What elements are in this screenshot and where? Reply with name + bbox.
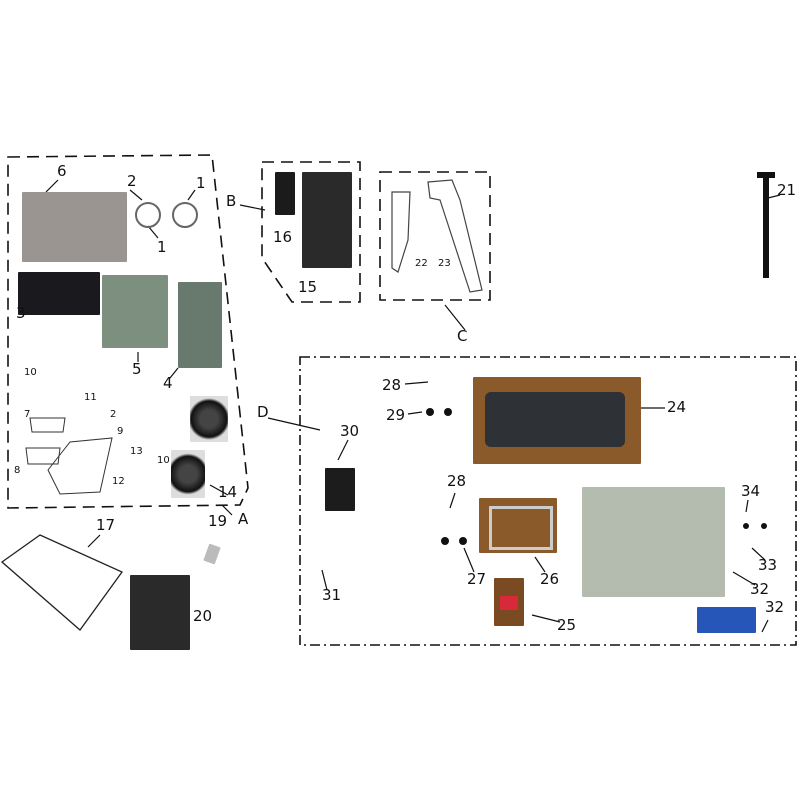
callout-21: 21 (777, 181, 797, 199)
group-label-c: C (457, 327, 468, 345)
part-30-switch-photo (325, 468, 355, 511)
part-1-speaker-tweeter (135, 202, 161, 228)
callout-12: 12 (112, 476, 125, 487)
callout-2: 2 (127, 172, 137, 190)
callout-1: 1 (196, 174, 206, 192)
part-3-radio-photo (18, 272, 100, 315)
callout-1: 1 (157, 238, 167, 256)
callout-19: 19 (208, 512, 228, 530)
callout-30: 30 (340, 422, 360, 440)
part-25-hook-photo (494, 578, 524, 626)
group-c-border (379, 171, 491, 301)
callout-6: 6 (57, 162, 67, 180)
part-32-remote-photo (697, 607, 756, 633)
part-24-winch-photo (473, 377, 641, 464)
part-17-gasket (0, 534, 123, 631)
callout-13: 13 (130, 446, 143, 457)
callout-22: 22 (415, 258, 428, 269)
callout-28: 28 (447, 472, 467, 490)
brackets-22-23 (391, 179, 483, 293)
radio-bracket-drawing (25, 417, 113, 495)
callout-23: 23 (438, 258, 451, 269)
callout-7: 7 (24, 409, 31, 420)
callout-25: 25 (557, 616, 577, 634)
group-d-border (299, 356, 797, 646)
callout-29: 29 (386, 406, 406, 424)
part-5-harness-photo (102, 275, 168, 348)
callout-32: 32 (765, 598, 785, 616)
callout-5: 5 (132, 360, 142, 378)
part-15-light-photo (302, 172, 352, 268)
callout-8: 8 (14, 465, 21, 476)
part-20-bag-photo (130, 575, 190, 650)
callout-17: 17 (96, 516, 116, 534)
group-b-border (261, 161, 361, 303)
part-6-cable-photo (22, 192, 127, 262)
group-label-d: D (257, 403, 269, 421)
callout-2: 2 (110, 409, 117, 420)
group-label-b: B (226, 192, 237, 210)
callout-32: 32 (750, 580, 770, 598)
callout-9: 9 (117, 426, 124, 437)
callout-24: 24 (667, 398, 687, 416)
callout-33: 33 (758, 556, 778, 574)
part-16-switch-photo (275, 172, 295, 215)
callout-3: 3 (16, 304, 26, 322)
part-14-speaker-photo (171, 450, 205, 498)
callout-27: 27 (467, 570, 487, 588)
callout-34: 34 (741, 482, 761, 500)
callout-4: 4 (163, 374, 173, 392)
part-32-wiring-photo (582, 487, 725, 597)
callout-28: 28 (382, 376, 402, 394)
group-label-a: A (238, 510, 249, 528)
callout-26: 26 (540, 570, 560, 588)
callout-14: 14 (218, 483, 238, 501)
part-1-speaker-tweeter (172, 202, 198, 228)
callout-11: 11 (84, 392, 97, 403)
callout-16: 16 (273, 228, 293, 246)
part-4-wire-photo (178, 282, 222, 368)
leader-lines (23, 179, 781, 633)
part-14-speaker-photo (190, 396, 228, 442)
callout-20: 20 (193, 607, 213, 625)
callout-31: 31 (322, 586, 342, 604)
callout-10: 10 (24, 367, 37, 378)
part-26-fairlead-photo (479, 498, 557, 553)
hardware-bolts (426, 408, 767, 545)
callout-10: 10 (157, 455, 170, 466)
part-21-post (763, 172, 769, 278)
callout-15: 15 (298, 278, 318, 296)
